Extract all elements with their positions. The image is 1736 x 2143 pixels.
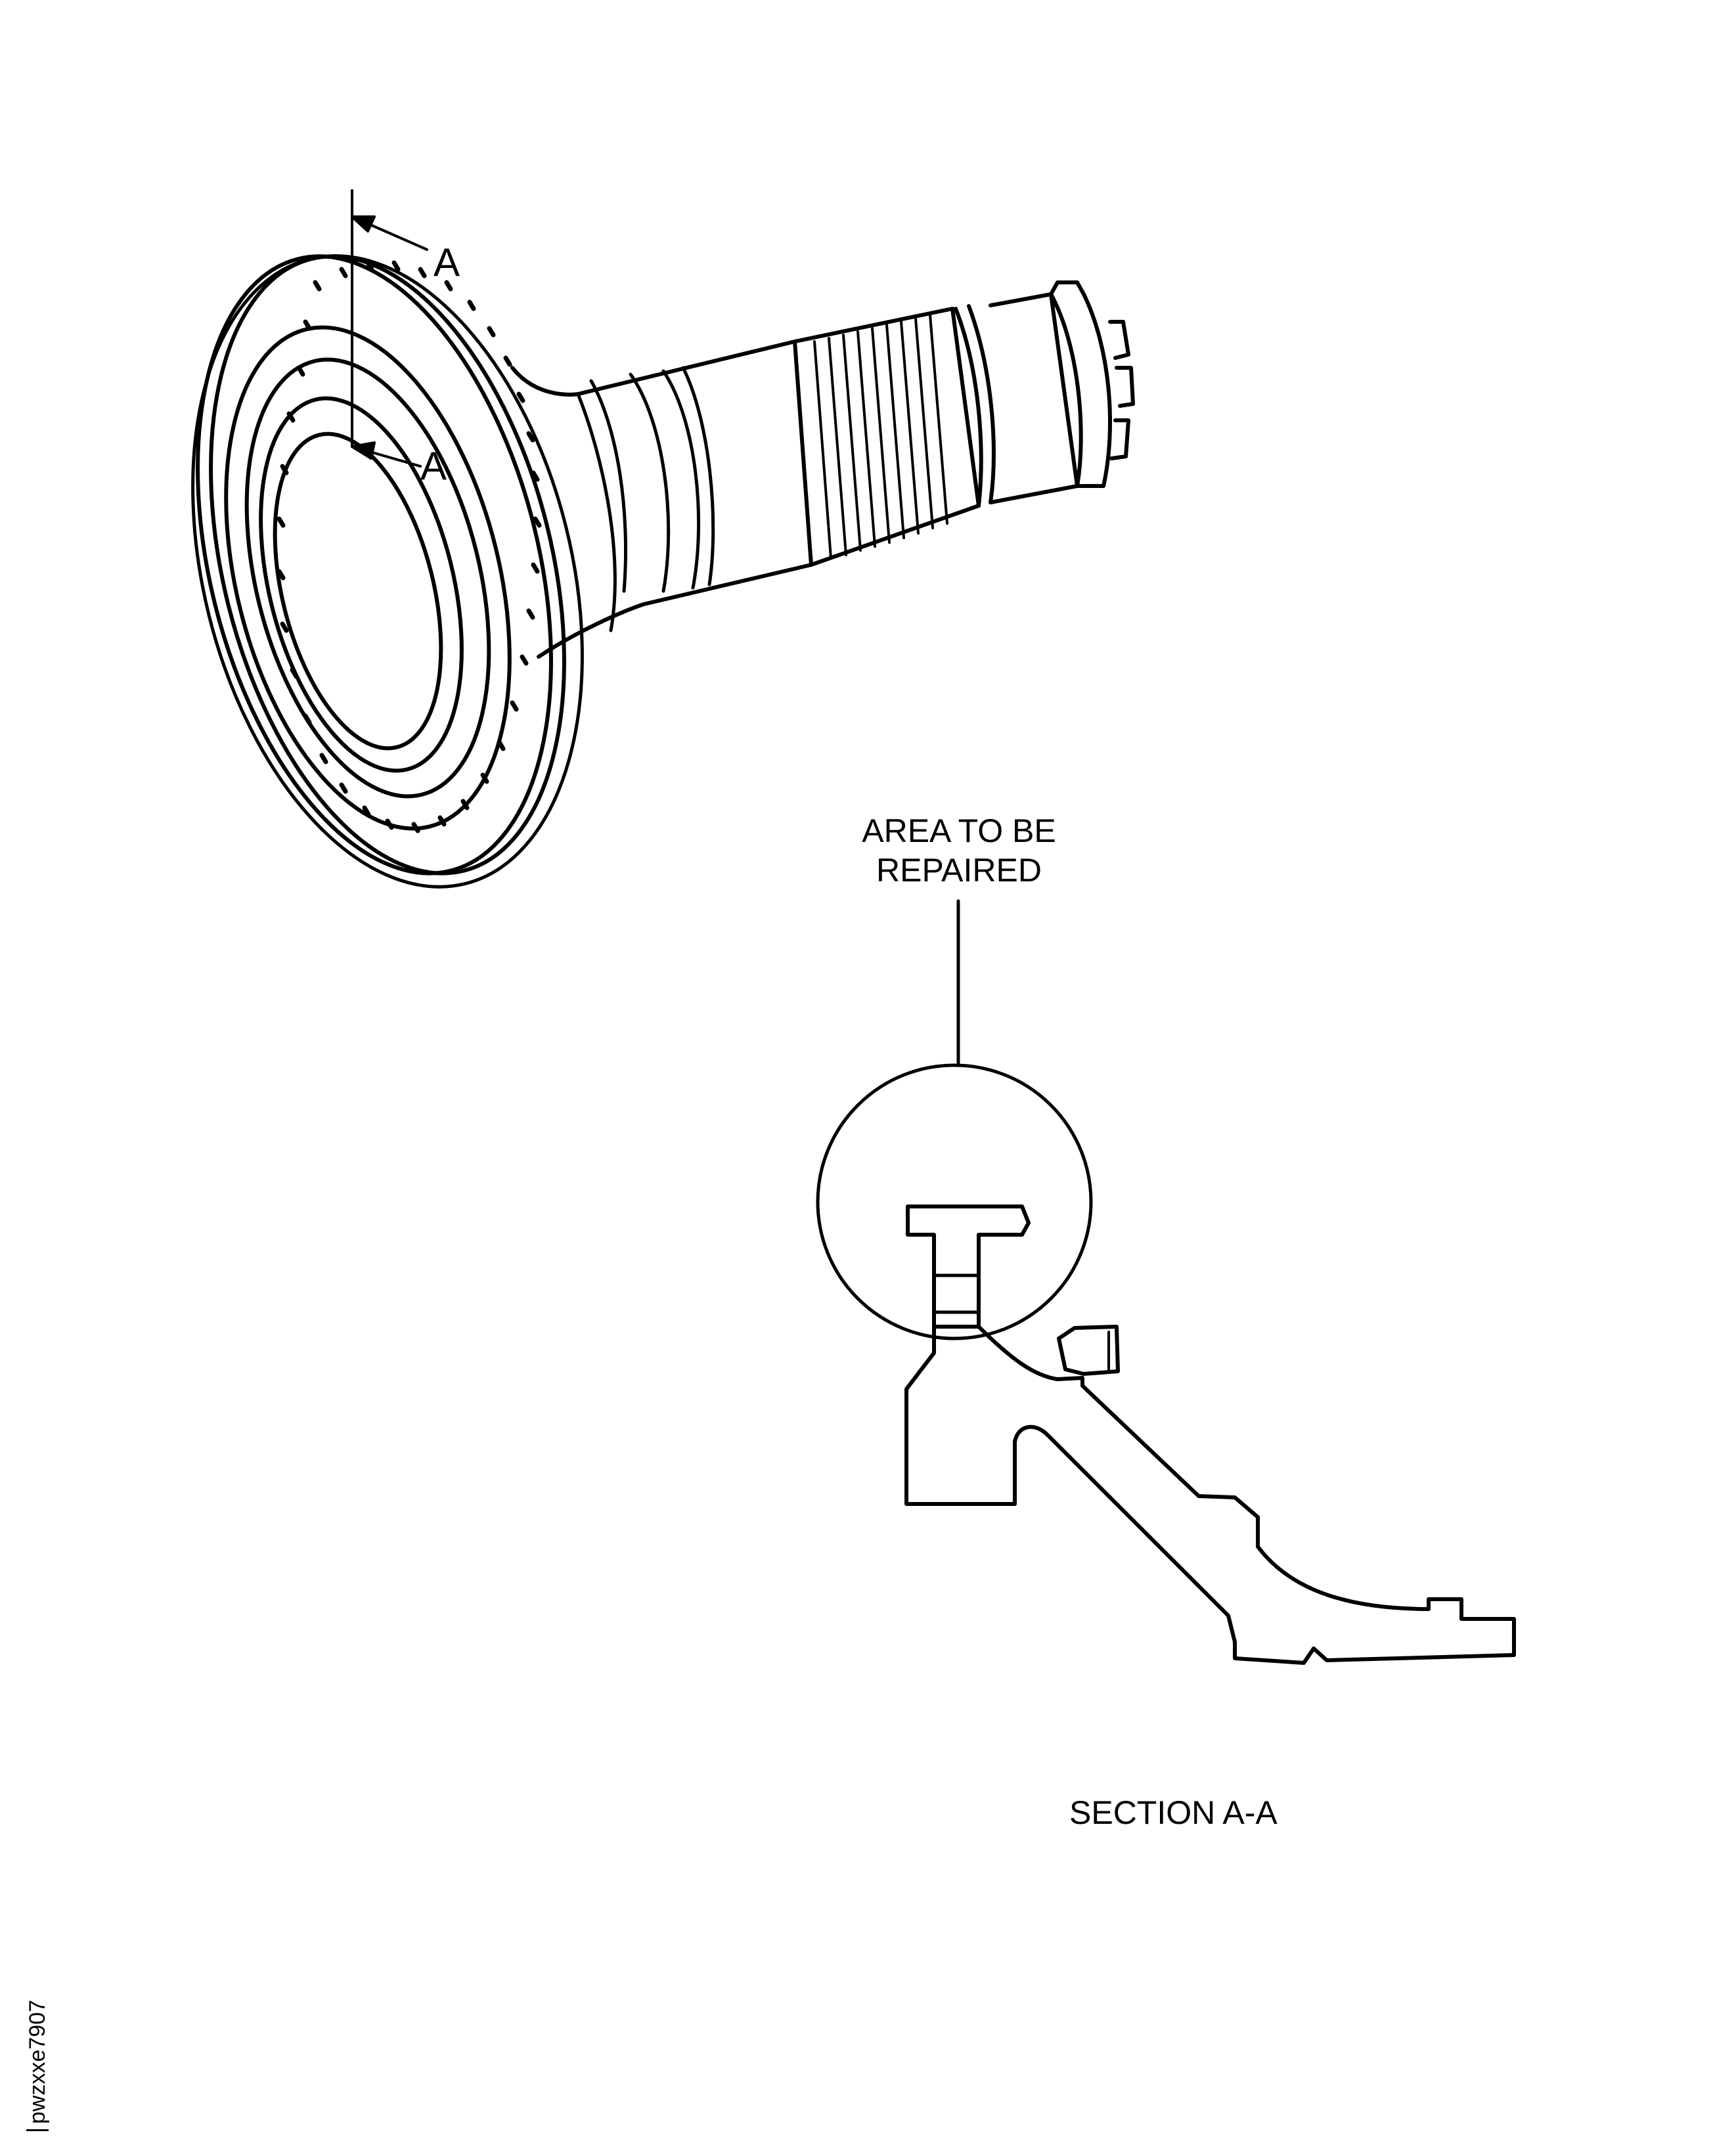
callout-line-2: REPAIRED <box>876 852 1042 889</box>
disk-profile <box>904 1325 1516 1665</box>
t-head <box>906 1204 1031 1329</box>
section-cut-label-top: A <box>434 240 460 284</box>
detail-circle <box>816 1063 1093 1340</box>
callout-line-1: AREA TO BE <box>862 812 1056 849</box>
shaft-body <box>576 340 813 606</box>
spline-section <box>793 304 996 567</box>
section-cut-label-bottom: A <box>420 444 447 488</box>
figure-id: pwzxxe7907 <box>25 1999 50 2131</box>
flange <box>191 254 584 889</box>
end-collar <box>989 292 1083 504</box>
section-a-a-profile <box>816 899 1516 1665</box>
callout-text: AREA TO BE REPAIRED <box>814 814 1103 887</box>
section-title: SECTION A-A <box>1069 1794 1278 1831</box>
seal-tab <box>1057 1325 1120 1376</box>
section-cut-line <box>351 189 428 468</box>
shaft-assembly <box>191 189 1135 889</box>
castellated-end <box>1049 280 1135 488</box>
hub-transition <box>510 366 646 659</box>
bolt-holes <box>277 260 542 833</box>
